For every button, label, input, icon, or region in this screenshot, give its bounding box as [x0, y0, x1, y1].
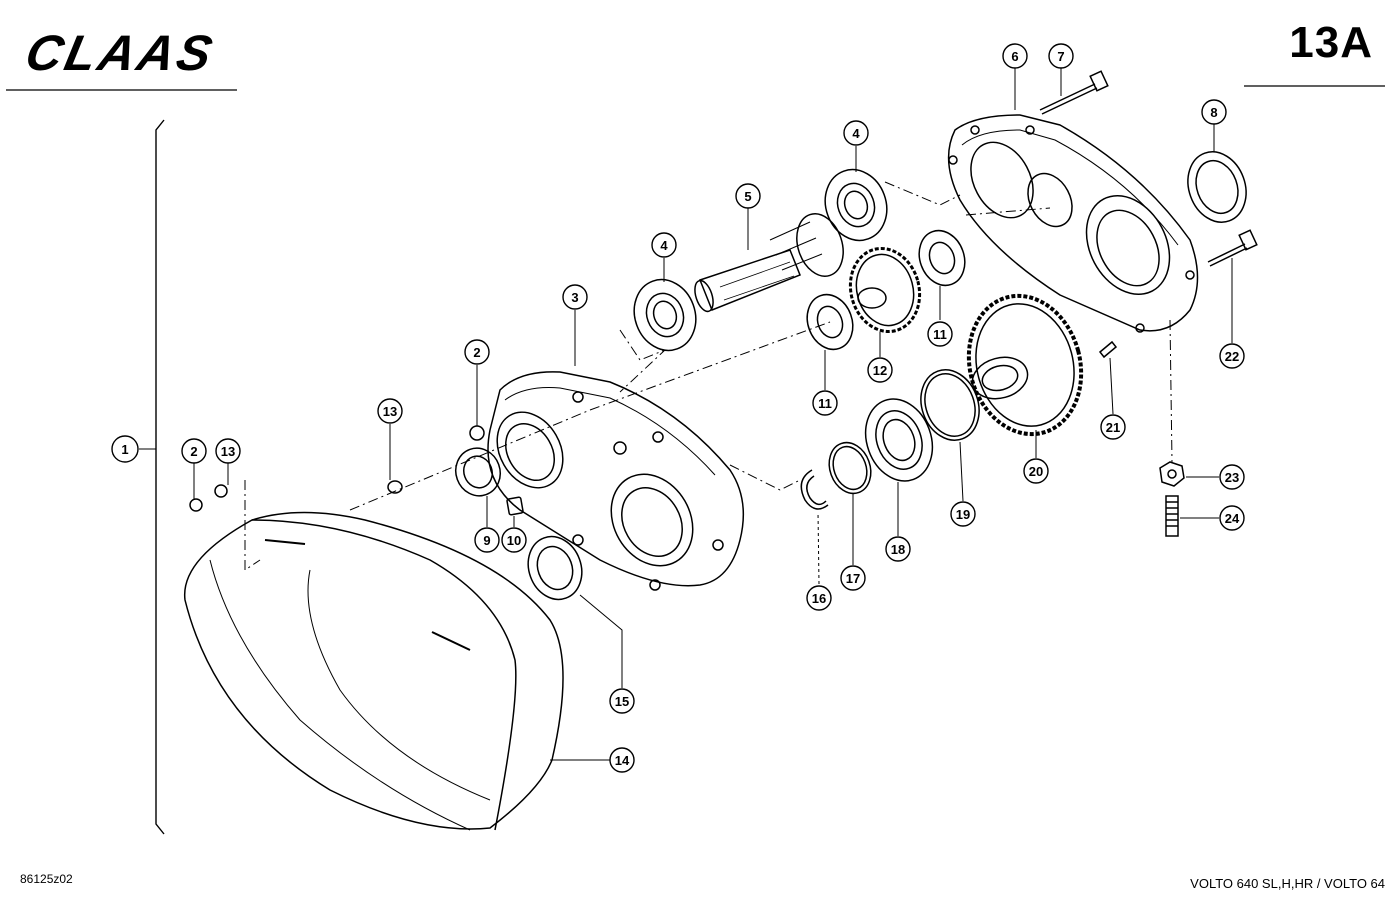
svg-text:14: 14: [615, 753, 630, 768]
gear-20: [966, 293, 1084, 437]
spline-shaft: [694, 213, 844, 313]
callout-24: 24: [1219, 505, 1245, 531]
svg-text:5: 5: [744, 189, 751, 204]
callout-21: 21: [1100, 414, 1126, 440]
svg-text:6: 6: [1011, 49, 1018, 64]
seal-9: [455, 447, 501, 497]
svg-text:18: 18: [891, 542, 905, 557]
circlip-19: [920, 369, 980, 441]
ring-17: [828, 441, 872, 495]
svg-text:17: 17: [846, 571, 860, 586]
guard-cover: [183, 511, 564, 831]
rear-housing: [947, 114, 1199, 333]
nut-2: [189, 425, 485, 512]
callout-16: 16: [806, 585, 832, 611]
callout-1: 1: [111, 435, 139, 463]
svg-text:21: 21: [1106, 420, 1120, 435]
svg-text:11: 11: [933, 327, 947, 342]
seal-8: [1187, 151, 1247, 223]
bolt-7: [1039, 70, 1109, 115]
callout-12: 12: [867, 357, 893, 383]
svg-text:24: 24: [1225, 511, 1240, 526]
svg-text:15: 15: [615, 694, 629, 709]
callout-14: 14: [609, 747, 635, 773]
callout-6: 6: [1002, 43, 1028, 69]
washer-13: [214, 480, 403, 498]
nut-23: [1159, 461, 1185, 487]
svg-text:11: 11: [818, 396, 832, 411]
callout-13-left: 13: [215, 438, 241, 464]
stud-24: [1165, 495, 1179, 537]
svg-text:3: 3: [571, 290, 578, 305]
bearing-4-lower: [633, 278, 697, 352]
callout-10: 10: [501, 527, 527, 553]
callout-23: 23: [1219, 464, 1245, 490]
callout-15: 15: [609, 688, 635, 714]
drawing-code: 86125z02: [20, 872, 73, 886]
assembly-bracket: [155, 119, 165, 835]
callout-9: 9: [474, 527, 500, 553]
svg-text:4: 4: [852, 126, 860, 141]
svg-text:2: 2: [190, 444, 197, 459]
callout-8: 8: [1201, 99, 1227, 125]
callout-22: 22: [1219, 343, 1245, 369]
seal-15: [527, 535, 583, 601]
svg-text:9: 9: [483, 533, 490, 548]
callout-17: 17: [840, 565, 866, 591]
callout-5: 5: [735, 183, 761, 209]
svg-text:4: 4: [660, 238, 668, 253]
bearing-4-upper: [824, 168, 888, 242]
svg-text:7: 7: [1057, 49, 1064, 64]
callout-4-upper: 4: [843, 120, 869, 146]
plug-10: [506, 496, 524, 516]
bearing-11-upper: [918, 229, 966, 287]
bolt-22: [1207, 229, 1258, 267]
svg-text:23: 23: [1225, 470, 1239, 485]
callouts: 1 2 2 3 4 4 5 6 7 8 9 10 11 11 12 13 13 …: [111, 43, 1245, 773]
svg-text:CLAAS: CLAAS: [21, 25, 220, 81]
svg-text:13: 13: [383, 404, 397, 419]
svg-text:2: 2: [473, 345, 480, 360]
svg-text:8: 8: [1210, 105, 1217, 120]
callout-11-upper: 11: [927, 321, 953, 347]
assembly-lines: [244, 181, 1173, 571]
svg-text:19: 19: [956, 507, 970, 522]
bearing-18: [864, 398, 934, 482]
svg-text:1: 1: [121, 442, 128, 457]
svg-text:20: 20: [1029, 464, 1043, 479]
svg-text:22: 22: [1225, 349, 1239, 364]
callout-18: 18: [885, 536, 911, 562]
svg-text:12: 12: [873, 363, 887, 378]
callout-19: 19: [950, 501, 976, 527]
callout-2-left: 2: [181, 438, 207, 464]
page-number: 13A: [1289, 18, 1373, 67]
svg-text:16: 16: [812, 591, 826, 606]
svg-text:13: 13: [221, 444, 235, 459]
callout-2-right: 2: [464, 339, 490, 365]
svg-text:10: 10: [507, 533, 521, 548]
front-housing: [487, 371, 745, 591]
circlip-16: [800, 469, 829, 510]
callout-11-lower: 11: [812, 390, 838, 416]
claas-logo: CLAAS: [21, 25, 220, 81]
gear-12: [848, 246, 922, 334]
callout-20: 20: [1023, 458, 1049, 484]
callout-13-right: 13: [377, 398, 403, 424]
pin-21: [1098, 340, 1118, 359]
callout-4-lower: 4: [651, 232, 677, 258]
model-footer: VOLTO 640 SL,H,HR / VOLTO 64: [1190, 876, 1385, 891]
callout-7: 7: [1048, 43, 1074, 69]
callout-3: 3: [562, 284, 588, 310]
leader-lines: [193, 68, 1233, 761]
